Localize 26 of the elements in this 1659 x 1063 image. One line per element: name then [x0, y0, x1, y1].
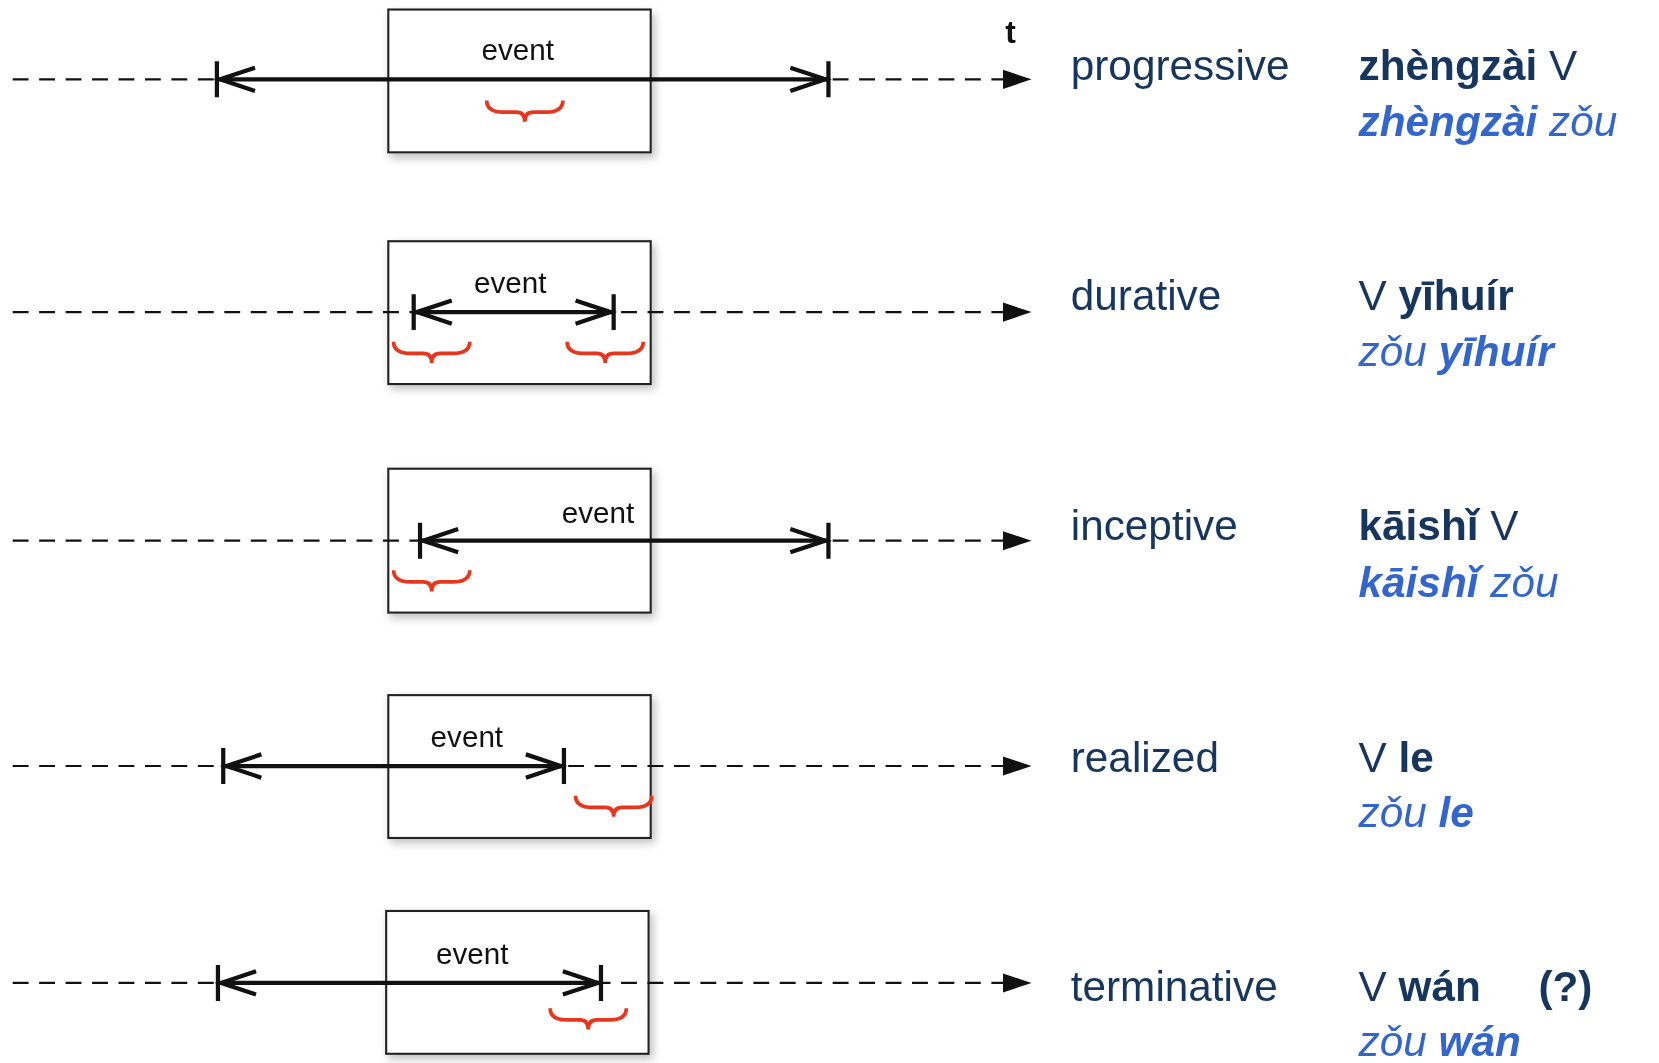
event-label: event [474, 267, 547, 300]
event-box [387, 8, 652, 154]
example-label: kāishǐ zǒu [1358, 560, 1559, 604]
aspect-name: progressive [1070, 44, 1290, 87]
event-label: event [481, 34, 554, 67]
aspect-name: realized [1070, 736, 1219, 779]
construction-label: zhèngzài V [1358, 44, 1578, 87]
aspect-name: terminative [1070, 964, 1278, 1008]
note-label: (?) [1538, 964, 1593, 1008]
event-label: event [561, 497, 635, 529]
example-label: zhèngzài zǒu [1358, 100, 1618, 143]
event-label: event [435, 938, 509, 971]
example-label: zǒu le [1358, 791, 1474, 834]
aspect-name: durative [1070, 274, 1222, 317]
axis-label: t [1005, 16, 1016, 49]
event-box [387, 240, 652, 386]
construction-label: V yīhuír [1358, 274, 1514, 317]
event-box [387, 694, 652, 839]
event-box [385, 909, 650, 1055]
construction-label: kāishǐ V [1358, 503, 1519, 546]
event-box [387, 467, 652, 614]
example-label: zǒu wán [1358, 1019, 1521, 1063]
construction-label: V le [1358, 736, 1434, 779]
example-label: zǒu yīhuír [1358, 330, 1554, 373]
construction-label: V wán [1358, 964, 1481, 1008]
event-label: event [430, 721, 504, 754]
